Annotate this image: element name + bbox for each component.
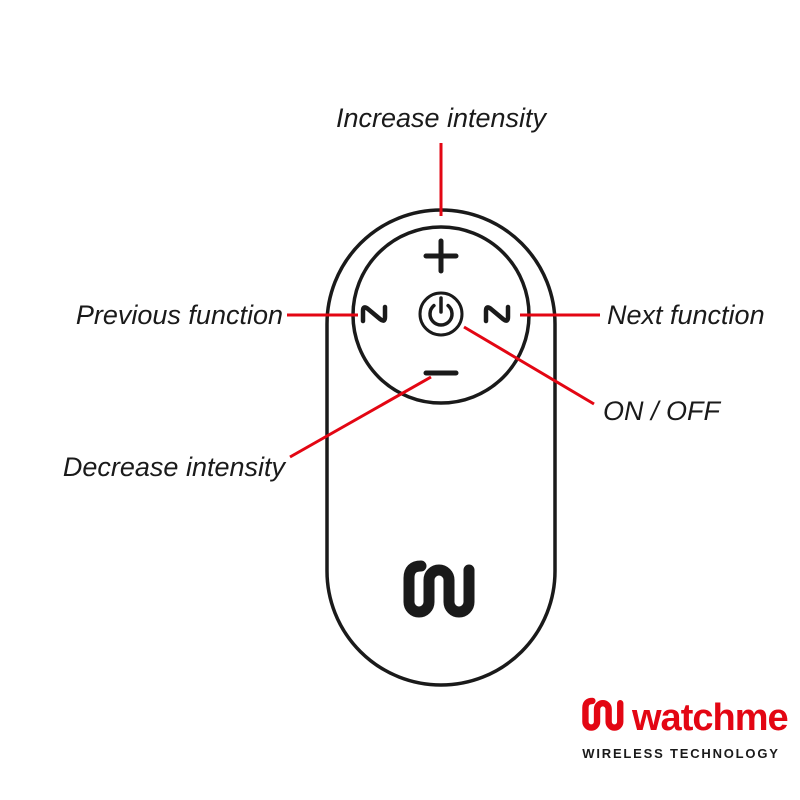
- brand-tagline: WIRELESS TECHNOLOGY: [582, 746, 779, 761]
- increase-intensity-label: Increase intensity: [336, 103, 548, 133]
- power-icon: [418, 291, 464, 337]
- decrease-intensity-label: Decrease intensity: [63, 452, 287, 482]
- plus-icon: [423, 238, 459, 274]
- next-function-label: Next function: [607, 300, 765, 330]
- previous-function-label: Previous function: [76, 300, 283, 330]
- watchme-logo-icon: [585, 701, 620, 728]
- on-off-label: ON / OFF: [603, 396, 721, 426]
- callout-line-onoff: [463, 325, 595, 406]
- brand-footer: watchme WIRELESS TECHNOLOGY: [582, 697, 789, 761]
- callout-line-decrease: [289, 375, 432, 459]
- brand-name: watchme: [631, 697, 788, 739]
